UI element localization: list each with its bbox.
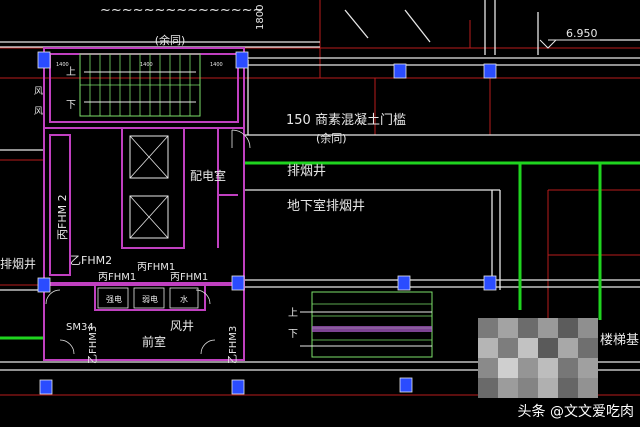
door-threshold-note: 150 商素混凝土门槛	[286, 112, 406, 128]
core-walls	[43, 47, 245, 361]
note-same-top: (余同)	[155, 33, 186, 47]
fhm2-vertical-label: 丙FHM 2	[56, 194, 69, 240]
front-room-label: 前室	[142, 334, 166, 349]
left-shaft-label: 排烟井	[0, 257, 36, 271]
weak-elec-label: 弱电	[142, 294, 158, 304]
blurred-region	[478, 318, 598, 398]
stair-down-label: 下	[66, 100, 76, 111]
wind-shaft-label: 风井	[170, 319, 194, 333]
elevation-marker: 6.950	[539, 27, 600, 49]
stair-top: 上 下 1400 1400 1400	[56, 53, 223, 117]
power-room-label: 配电室	[190, 168, 226, 183]
right-partial-label: 楼梯基	[600, 333, 639, 348]
water-label: 水	[180, 294, 188, 304]
dim-label-1: 1400	[56, 62, 69, 68]
door-threshold-same: (余同)	[316, 131, 347, 145]
top-number: 1800	[255, 5, 266, 30]
basement-shaft-label: 地下室排烟井	[287, 198, 365, 214]
exhaust-shaft-label: 排烟井	[287, 164, 326, 179]
fhm1-label-a: 丙FHM1	[98, 272, 136, 283]
fhm1-label-c: 丙FHM1	[170, 272, 208, 283]
fhm2-label: 乙FHM2	[70, 254, 112, 267]
door-swings	[45, 129, 251, 355]
dim-label-3: 1400	[210, 62, 223, 68]
top-text-strip: ~~~~~~~~~~~~~~~ 1800	[100, 3, 266, 30]
stair2-up-label: 上	[288, 307, 298, 319]
green-lines	[0, 161, 640, 340]
bottom-shade	[0, 400, 640, 427]
watermark: 头条 @文文爱吃肉	[517, 404, 634, 420]
fhm3-left-label: 乙FHM3	[87, 326, 99, 364]
elevator-shafts	[129, 135, 169, 239]
dim-label-2: 1400	[140, 62, 153, 68]
strong-elec-label: 强电	[106, 294, 122, 304]
fhm3-right-label: 乙FHM3	[227, 326, 239, 364]
columns	[37, 51, 497, 395]
stair2-down-label: 下	[288, 329, 298, 340]
stair-right: 上 下	[288, 291, 433, 358]
left-partial-label-b: 风	[34, 106, 43, 117]
left-partial-label-a: 风	[34, 86, 43, 97]
elevation-label: 6.950	[566, 27, 598, 40]
meter-boxes	[97, 287, 199, 309]
stair-up-label: 上	[66, 66, 76, 78]
sm34-label: SM34	[66, 322, 94, 333]
fhm1-label-b: 丙FHM1	[137, 262, 175, 273]
top-cut-text: ~~~~~~~~~~~~~~~	[100, 3, 263, 18]
